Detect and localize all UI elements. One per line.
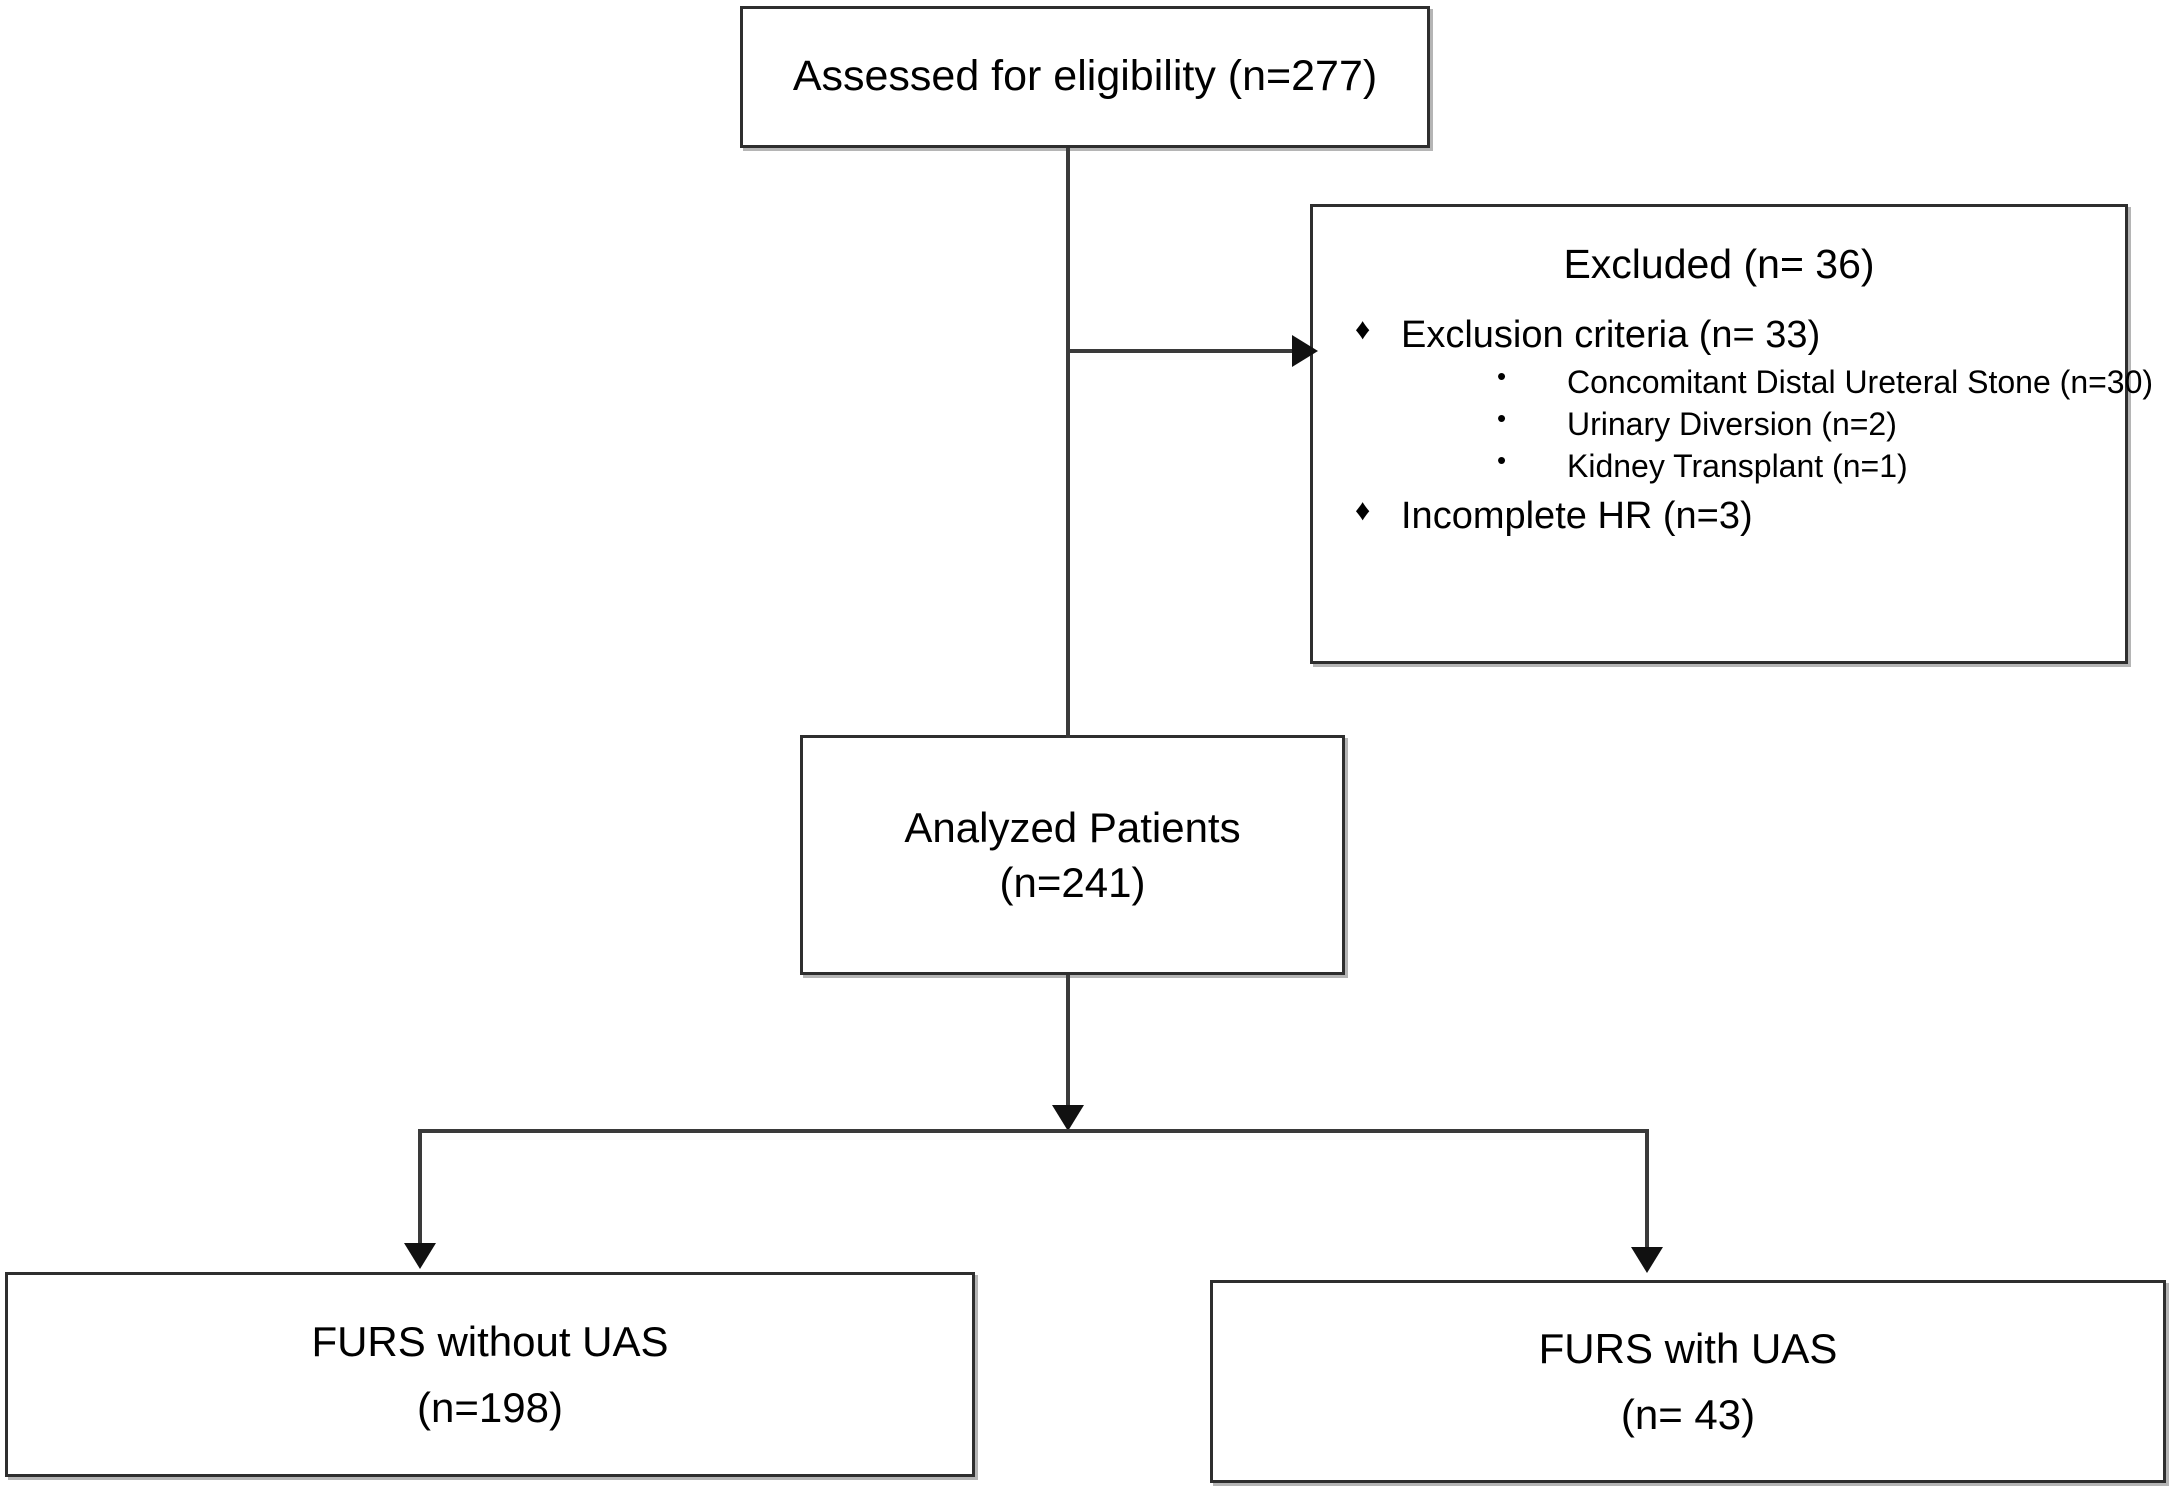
connector-assessed-to-analyzed: [1066, 148, 1070, 738]
node-excluded-title: Excluded (n= 36): [1563, 241, 1875, 287]
bullet-incomplete-hr-label: Incomplete HR (n=3): [1401, 495, 1753, 538]
node-furs-with-uas-count: (n= 43): [1620, 1390, 1756, 1438]
node-assessed-label: Assessed for eligibility (n=277): [792, 52, 1378, 101]
connector-split-bus: [418, 1129, 1649, 1133]
bullet-exclusion-criteria: ♦ Exclusion criteria (n= 33) • Concomita…: [1313, 312, 2153, 488]
sub-bullet-concomitant-distal-ureteral-stone-label: Concomitant Distal Ureteral Stone (n=30): [1567, 364, 2154, 401]
sub-bullet-concomitant-distal-ureteral-stone: • Concomitant Distal Ureteral Stone (n=3…: [1401, 361, 2153, 404]
node-furs-with-uas-label: FURS with UAS: [1538, 1325, 1838, 1373]
node-furs-without-uas-label: FURS without UAS: [311, 1318, 669, 1366]
sub-bullet-kidney-transplant-label: Kidney Transplant (n=1): [1567, 447, 1908, 484]
connector-analyzed-to-split: [1066, 975, 1070, 1127]
sub-bullet-urinary-diversion-label: Urinary Diversion (n=2): [1567, 405, 1897, 442]
round-bullet-icon: •: [1497, 402, 1507, 433]
node-furs-without-uas-count: (n=198): [417, 1383, 563, 1431]
arrowhead-to-furs-with-uas-icon: [1631, 1247, 1663, 1273]
arrowhead-to-split-icon: [1052, 1105, 1084, 1131]
round-bullet-icon: •: [1497, 444, 1507, 475]
node-excluded: Excluded (n= 36) ♦ Exclusion criteria (n…: [1310, 204, 2153, 664]
exclusion-bullet-list: ♦ Exclusion criteria (n= 33) • Concomita…: [1313, 306, 2153, 540]
diamond-bullet-icon: ♦: [1355, 494, 1371, 528]
connector-split-to-furs-without-uas: [418, 1129, 422, 1247]
node-assessed-for-eligibility: Assessed for eligibility (n=277): [740, 6, 1430, 148]
arrowhead-to-furs-without-uas-icon: [404, 1243, 436, 1269]
node-furs-with-uas: FURS with UAS (n= 43): [1210, 1280, 2166, 1483]
sub-bullet-kidney-transplant: • Kidney Transplant (n=1): [1401, 444, 2125, 488]
sub-bullet-urinary-diversion: • Urinary Diversion (n=2): [1401, 402, 2125, 446]
diamond-bullet-icon: ♦: [1355, 313, 1371, 346]
connector-to-excluded: [1066, 349, 1294, 353]
arrowhead-to-excluded-icon: [1292, 335, 1318, 367]
bullet-incomplete-hr: ♦ Incomplete HR (n=3): [1313, 493, 2125, 539]
bullet-exclusion-criteria-label: Exclusion criteria (n= 33): [1401, 314, 1821, 356]
node-furs-without-uas: FURS without UAS (n=198): [5, 1272, 975, 1477]
node-analyzed-label: Analyzed Patients: [904, 803, 1241, 851]
exclusion-criteria-sub-list: • Concomitant Distal Ureteral Stone (n=3…: [1401, 361, 2153, 488]
round-bullet-icon: •: [1497, 361, 1507, 392]
node-analyzed-count: (n=241): [999, 859, 1146, 906]
node-analyzed-patients: Analyzed Patients (n=241): [800, 735, 1345, 975]
connector-split-to-furs-with-uas: [1645, 1129, 1649, 1249]
